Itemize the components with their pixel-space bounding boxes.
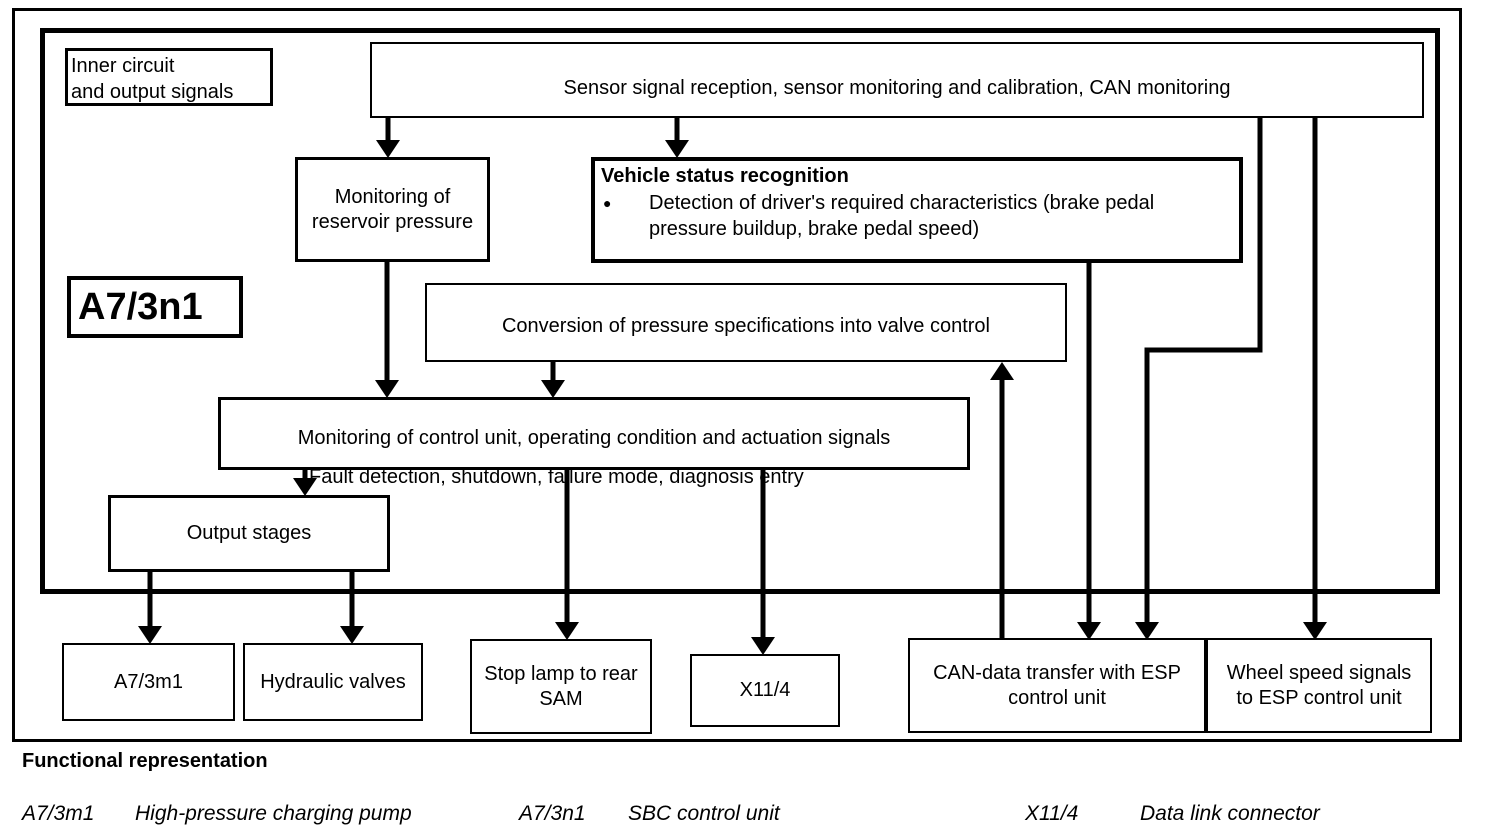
legend-desc-x11-4: Data link connector <box>1140 802 1320 825</box>
outer-border-frame <box>12 8 1462 742</box>
reservoir-pressure-monitoring-box: Monitoring of reservoir pressure <box>295 157 490 262</box>
can-data-transfer-box: CAN-data transfer with ESP control unit <box>908 638 1206 733</box>
wheel-speed-signals-label: Wheel speed signals to ESP control unit <box>1226 661 1412 709</box>
data-link-connector-box: X11/4 <box>690 654 840 727</box>
output-stages-box: Output stages <box>108 495 390 572</box>
vehicle-status-recognition-title: Vehicle status recognition <box>601 165 849 187</box>
hydraulic-valves-box: Hydraulic valves <box>243 643 423 721</box>
vehicle-status-recognition-box: Vehicle status recognition ● Detection o… <box>591 157 1243 263</box>
inner-circuit-line1: Inner circuit <box>71 55 175 77</box>
diagram-caption: Functional representation <box>22 750 268 772</box>
wheel-speed-signals-box: Wheel speed signals to ESP control unit <box>1206 638 1432 733</box>
inner-circuit-line2: and output signals <box>71 81 234 103</box>
bullet-icon: ● <box>603 195 612 211</box>
output-stages-label: Output stages <box>186 522 312 544</box>
high-pressure-charging-pump-box: A7/3m1 <box>62 643 235 721</box>
legend-code-a7-3m1: A7/3m1 <box>22 802 95 825</box>
legend-code-x11-4: X11/4 <box>1025 802 1079 825</box>
stop-lamp-label: Stop lamp to rear SAM <box>484 662 638 710</box>
control-unit-monitoring-label: Monitoring of control unit, operating co… <box>297 427 891 449</box>
stop-lamp-box: Stop lamp to rear SAM <box>470 639 652 734</box>
can-data-transfer-label: CAN-data transfer with ESP control unit <box>933 661 1181 709</box>
legend-desc-a7-3n1: SBC control unit <box>628 802 780 825</box>
fault-detection-note: Fault detection, shutdown, failure mode,… <box>309 466 804 488</box>
sensor-signal-reception-label: Sensor signal reception, sensor monitori… <box>563 76 1231 99</box>
pressure-conversion-box: Conversion of pressure specifications in… <box>425 283 1067 362</box>
vehicle-status-bullet-text: Detection of driver's required character… <box>649 192 1155 240</box>
unit-designation-box: A7/3n1 <box>67 276 243 338</box>
unit-designation-label: A7/3n1 <box>78 285 203 328</box>
reservoir-pressure-monitoring-label: Monitoring of reservoir pressure <box>311 185 474 233</box>
control-unit-monitoring-box: Monitoring of control unit, operating co… <box>218 397 970 470</box>
legend-desc-a7-3m1: High-pressure charging pump <box>135 802 412 825</box>
hydraulic-valves-label: Hydraulic valves <box>260 670 406 693</box>
inner-circuit-label-box: Inner circuit and output signals <box>65 48 273 106</box>
data-link-connector-label: X11/4 <box>739 679 791 701</box>
high-pressure-charging-pump-label: A7/3m1 <box>114 670 183 693</box>
control-unit-boundary-frame <box>40 28 1440 594</box>
legend-code-a7-3n1: A7/3n1 <box>519 802 586 825</box>
sensor-signal-reception-box: Sensor signal reception, sensor monitori… <box>370 42 1424 118</box>
pressure-conversion-label: Conversion of pressure specifications in… <box>501 315 991 337</box>
